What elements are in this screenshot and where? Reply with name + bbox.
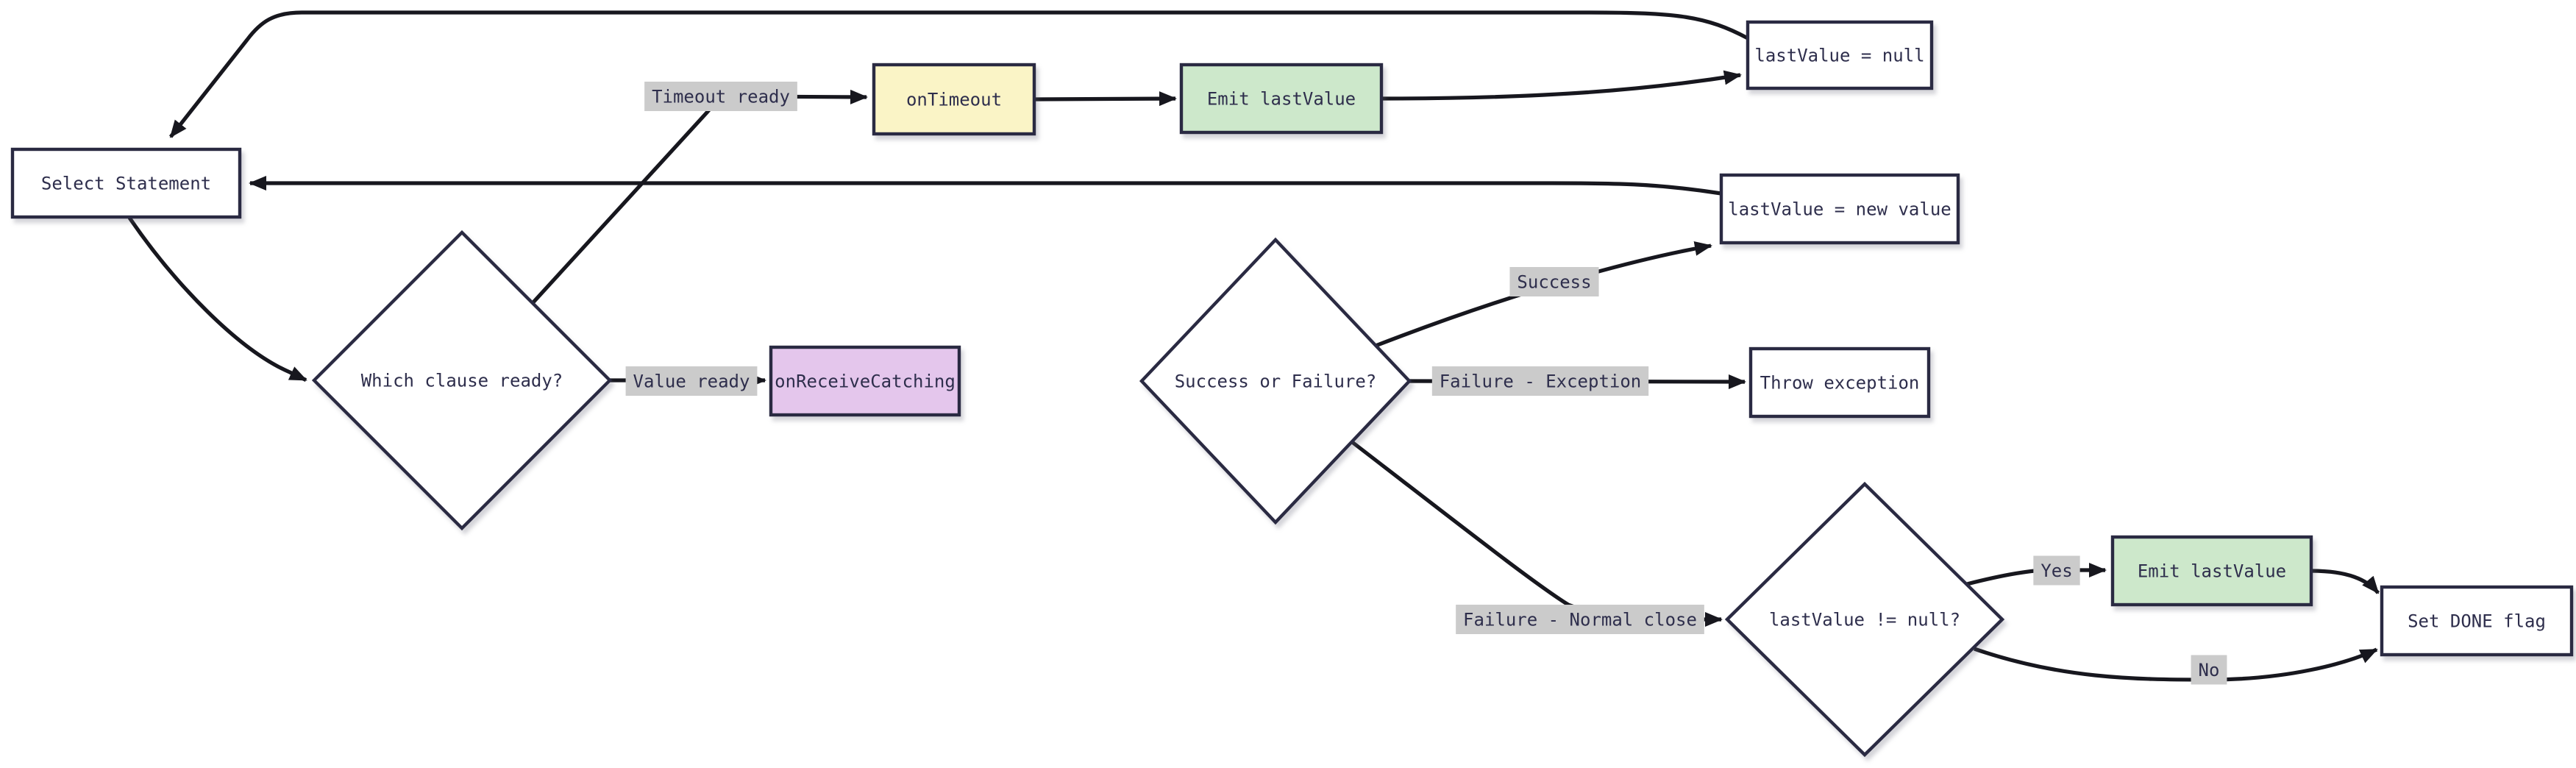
edge-label-text: Yes: [2040, 561, 2072, 581]
node-label: Emit lastValue: [2138, 561, 2286, 581]
edge-label-success-or-failure-to-lastvalue-new-value: Success: [1509, 267, 1599, 296]
edge-lastvalue-not-null-to-set-done-flag: [1974, 647, 2378, 682]
decision-diamond: [1139, 237, 1412, 525]
edge-label-bg: [1456, 605, 1704, 634]
edge-label-text: Success: [1517, 271, 1591, 292]
edge-emit-lastvalue-2-to-set-done-flag: [2310, 569, 2380, 594]
node-box: [1719, 173, 1960, 245]
node-box: [10, 147, 242, 219]
node-box: [1179, 63, 1384, 135]
edge-label-text: No: [2199, 660, 2220, 680]
edge-emit-lastvalue-1-to-lastvalue-null: [1381, 70, 1742, 101]
node-label: lastValue = null: [1754, 45, 1924, 65]
edge-which-clause-ready-to-on-timeout: [531, 89, 868, 305]
edge-label-text: Failure - Normal close: [1463, 609, 1697, 630]
edge-lastvalue-null-to-select-statement: [168, 10, 1749, 138]
node-label: onTimeout: [906, 89, 1002, 110]
node-lastvalue-new-value: lastValue = new value: [1719, 173, 1960, 245]
node-select-statement: Select Statement: [10, 147, 242, 219]
node-label: lastValue != null?: [1769, 609, 1960, 630]
edge-label-bg: [1509, 267, 1599, 296]
node-label: lastValue = new value: [1728, 199, 1951, 219]
node-lastvalue-null: lastValue = null: [1746, 20, 1934, 90]
node-emit-lastvalue-1: Emit lastValue: [1179, 63, 1384, 135]
edge-label-bg: [2033, 555, 2080, 586]
edge-label-lastvalue-not-null-to-set-done-flag: No: [2191, 655, 2227, 685]
node-box: [1748, 346, 1931, 419]
node-box: [769, 345, 961, 417]
node-label: Which clause ready?: [361, 370, 563, 391]
node-label: Emit lastValue: [1207, 88, 1356, 109]
edge-label-success-or-failure-to-lastvalue-not-null: Failure - Normal close: [1456, 605, 1704, 634]
decision-diamond: [1724, 481, 2005, 758]
node-lastvalue-not-null: lastValue != null?: [1724, 481, 2005, 758]
node-emit-lastvalue-2: Emit lastValue: [2110, 535, 2313, 607]
node-success-or-failure: Success or Failure?: [1139, 237, 1412, 525]
node-on-timeout: onTimeout: [872, 63, 1036, 136]
edge-label-bg: [1431, 366, 1649, 396]
edge-label-which-clause-ready-to-on-receive-catching: Value ready: [625, 366, 758, 396]
node-set-done-flag: Set DONE flag: [2380, 585, 2574, 657]
node-label: Set DONE flag: [2408, 611, 2546, 631]
node-label: onReceiveCatching: [775, 371, 956, 391]
edge-label-which-clause-ready-to-on-timeout: Timeout ready: [644, 82, 797, 111]
edge-label-text: Value ready: [633, 371, 750, 391]
edge-label-text: Failure - Exception: [1440, 371, 1642, 391]
node-which-clause-ready: Which clause ready?: [311, 230, 613, 531]
decision-diamond: [311, 230, 613, 531]
node-label: Select Statement: [41, 173, 211, 193]
edge-select-statement-to-which-clause-ready: [127, 216, 307, 382]
edge-label-text: Timeout ready: [652, 86, 790, 107]
edge-lastvalue-new-value-to-select-statement: [249, 176, 1722, 196]
node-box: [2110, 535, 2313, 607]
edge-label-bg: [625, 366, 758, 396]
node-throw-exception: Throw exception: [1748, 346, 1931, 419]
node-box: [1746, 20, 1934, 90]
node-label: Throw exception: [1760, 372, 1920, 393]
edge-label-bg: [2191, 655, 2227, 685]
node-label: Success or Failure?: [1175, 371, 1377, 391]
edge-success-or-failure-to-lastvalue-not-null: [1350, 439, 1723, 627]
node-on-receive-catching: onReceiveCatching: [769, 345, 961, 417]
node-box: [872, 63, 1036, 136]
edge-label-bg: [644, 82, 797, 111]
edge-label-lastvalue-not-null-to-emit-lastvalue-2: Yes: [2033, 555, 2080, 586]
edge-label-success-or-failure-to-throw-exception: Failure - Exception: [1431, 366, 1649, 396]
node-box: [2380, 585, 2574, 657]
